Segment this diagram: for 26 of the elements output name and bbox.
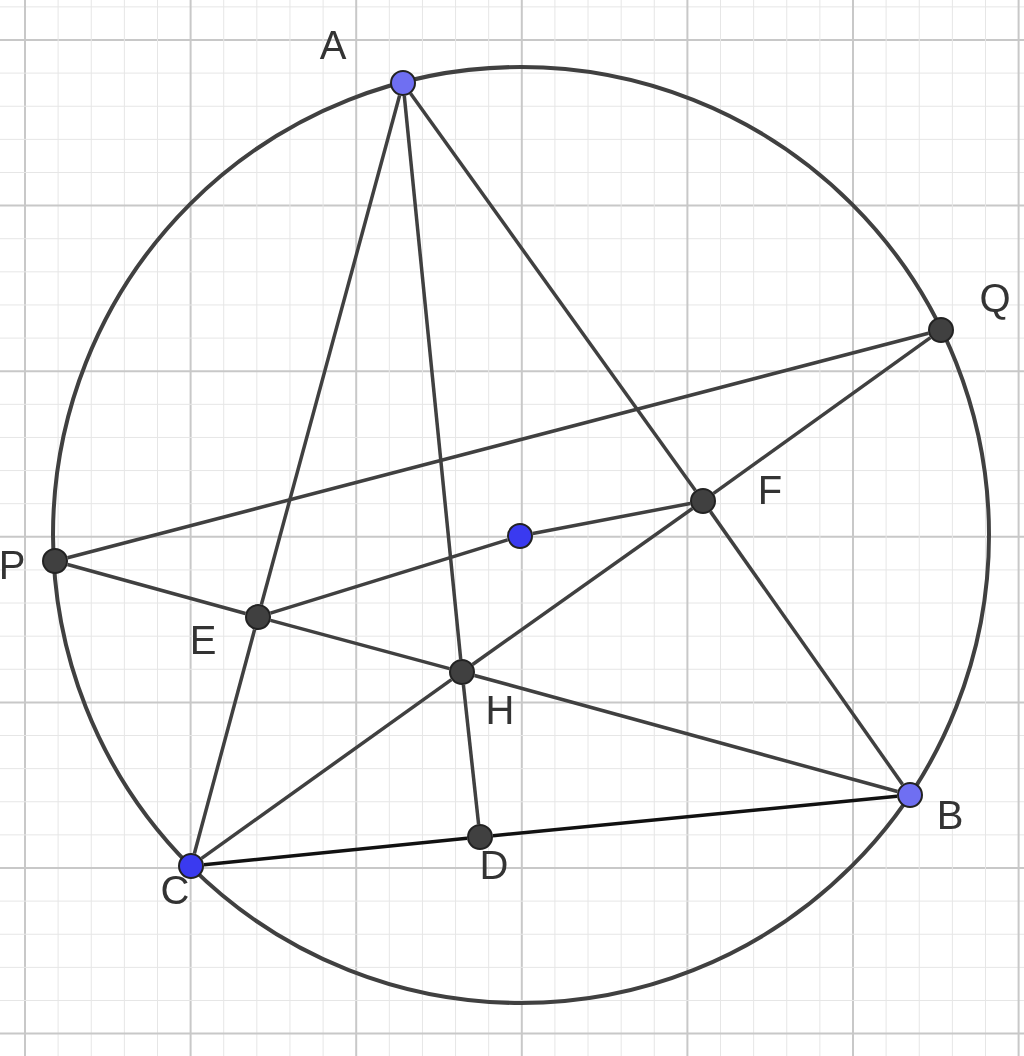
line-segment bbox=[712, 336, 932, 495]
line-segment bbox=[200, 678, 453, 860]
line-segment bbox=[192, 629, 257, 854]
line-segment bbox=[474, 673, 898, 794]
line-segment bbox=[409, 92, 697, 492]
line-segment bbox=[259, 95, 402, 605]
point-label: Q bbox=[978, 276, 1012, 320]
line-segment bbox=[203, 836, 468, 867]
line-segment bbox=[270, 618, 450, 671]
line-segment bbox=[471, 507, 694, 666]
line-segment bbox=[269, 538, 509, 615]
line-segment bbox=[402, 95, 463, 660]
point-label: A bbox=[318, 23, 348, 67]
line-segment bbox=[67, 562, 246, 616]
line-segment bbox=[709, 510, 904, 786]
point-label: H bbox=[484, 688, 516, 732]
point-label: P bbox=[0, 543, 27, 587]
point-label: F bbox=[756, 468, 784, 512]
line-segment bbox=[492, 794, 898, 838]
point-label: E bbox=[188, 618, 218, 662]
line-segment bbox=[461, 684, 481, 825]
line-segment bbox=[532, 501, 691, 536]
point-label: D bbox=[478, 843, 510, 887]
point-label: C bbox=[159, 868, 191, 912]
point-label: B bbox=[935, 793, 965, 837]
line-segment bbox=[67, 331, 929, 560]
